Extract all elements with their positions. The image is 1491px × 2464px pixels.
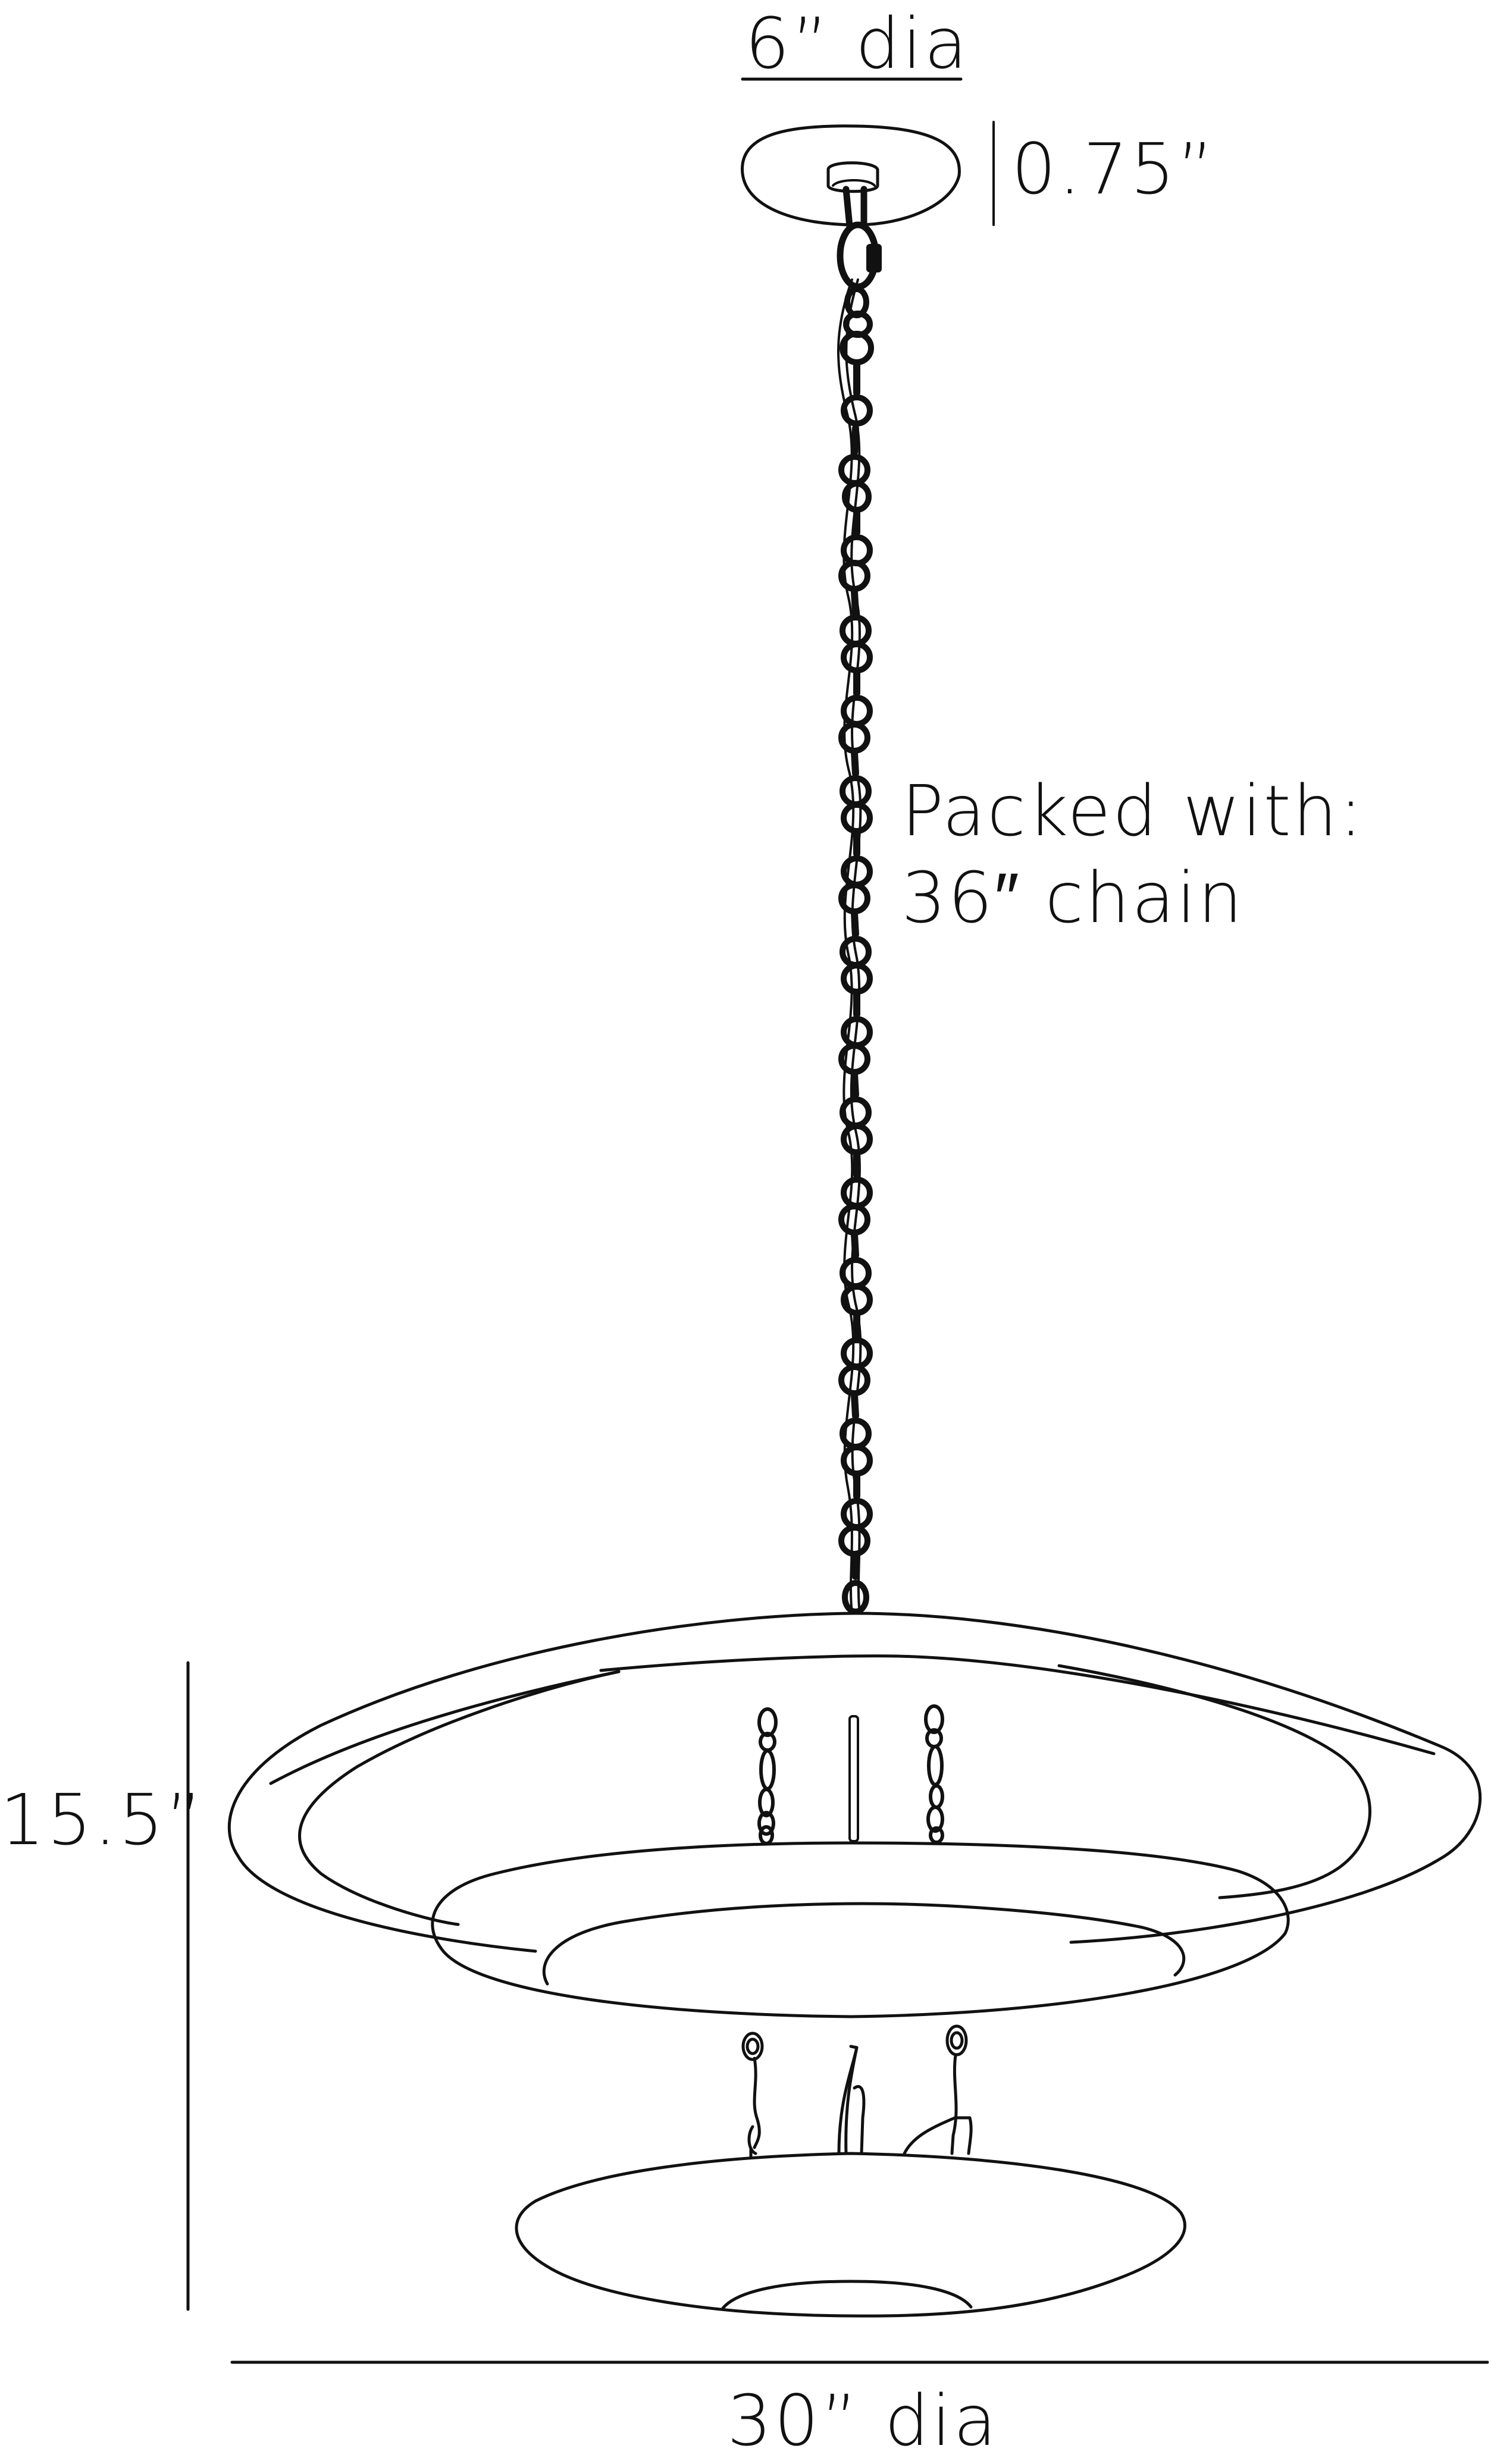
chain-links (838, 286, 874, 1615)
ceiling-canopy (741, 124, 961, 290)
canopy-height-label: 0.75” (1011, 128, 1216, 210)
dimension-lines (186, 77, 1489, 2364)
suspension-chain (837, 278, 874, 1615)
chain-note-line2: 36″ chain (901, 857, 1244, 939)
upper-shade (227, 1612, 1481, 1953)
lower-shade (515, 2152, 1186, 2318)
middle-shade (431, 1841, 1290, 2018)
chain-note: Packed with: 36″ chain (901, 767, 1364, 941)
lower-inner-hangers (741, 2024, 973, 2158)
upper-inner-hangers (757, 1704, 944, 1845)
overall-height-label: 15.5” (0, 1779, 205, 1861)
chain-note-line1: Packed with: (901, 770, 1365, 852)
canopy-diameter-label: 6” dia (745, 2, 970, 84)
overall-diameter-label: 30” dia (727, 2380, 999, 2462)
